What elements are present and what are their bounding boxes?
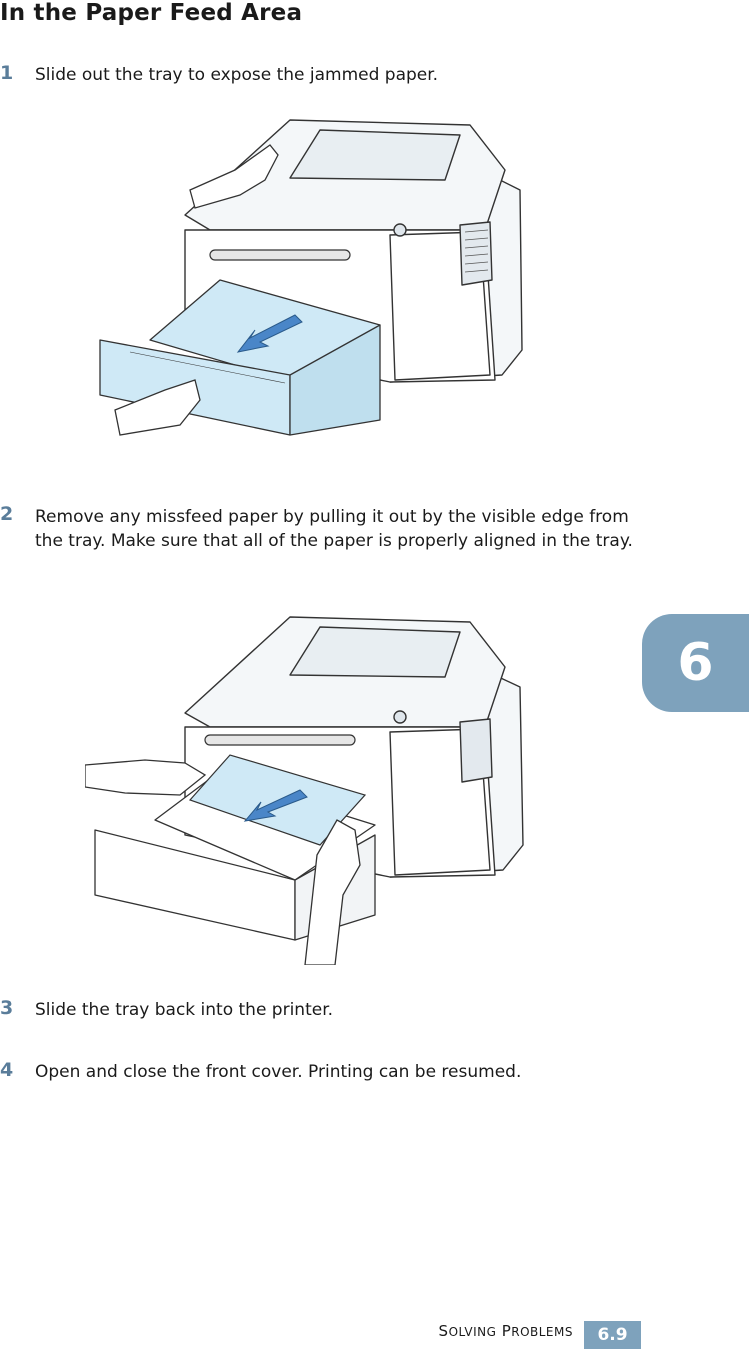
tray-pull-out-illustration [99,119,523,436]
section-title: In the Paper Feed Area [0,0,303,26]
chapter-tab: 6 [642,614,749,712]
step-text-4: Open and close the front cover. Printing… [35,1062,522,1082]
step-text-3: Slide the tray back into the printer. [35,1000,334,1020]
step-text-2: Remove any missfeed paper by pulling it … [35,507,633,551]
step-number-1: 1 [0,62,14,84]
step-number-4: 4 [0,1059,14,1081]
footer-label-olving: OLVING [448,1325,497,1339]
footer-label-roblems: ROBLEMS [511,1325,573,1339]
step-text-1: Slide out the tray to expose the jammed … [35,65,439,85]
step-number-2: 2 [0,503,14,525]
footer-section-label: SOLVING PROBLEMS [439,1322,573,1340]
footer-label-s: S [438,1322,449,1340]
step-number-3: 3 [0,997,14,1019]
footer-label-p: P [501,1322,512,1340]
footer-page-number: 6.9 [584,1321,641,1349]
remove-paper-illustration [85,616,524,965]
